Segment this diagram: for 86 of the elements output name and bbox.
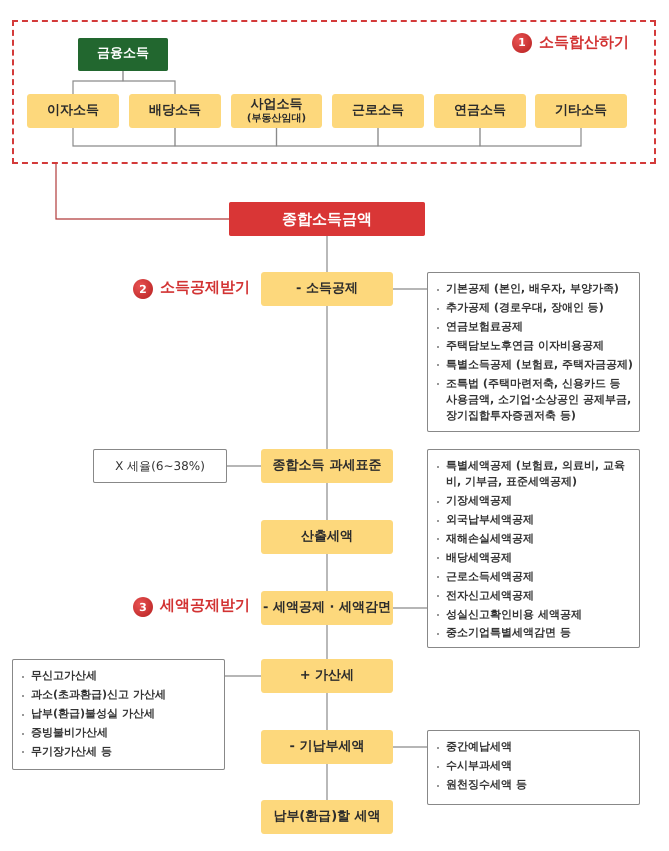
list-item: 기본공제 (본인, 배우자, 부양가족) bbox=[436, 281, 633, 297]
list-item: 배당세액공제 bbox=[436, 550, 633, 566]
process-box bbox=[261, 659, 393, 693]
total-box bbox=[229, 202, 425, 236]
list-item: 전자신고세액공제 bbox=[436, 588, 633, 604]
list-panel bbox=[12, 659, 225, 770]
connector-line bbox=[326, 625, 328, 659]
connector-line bbox=[326, 693, 328, 730]
node-label: 기타소득 bbox=[555, 102, 607, 120]
process-box bbox=[261, 591, 393, 625]
list-item: 원천징수세액 등 bbox=[436, 776, 633, 793]
step-heading: 소득공제받기 bbox=[160, 278, 250, 297]
node-label: 납부(환급)할 세액 bbox=[273, 808, 381, 826]
node-label: 근로소득 bbox=[352, 102, 404, 120]
connector-line bbox=[225, 675, 261, 677]
list-item: 특별소득공제 (보험료, 주택자금공제) bbox=[436, 356, 633, 373]
list-item: 기장세액공제 bbox=[436, 492, 633, 509]
connector-line bbox=[55, 164, 229, 220]
connector-line bbox=[227, 465, 261, 467]
connector-line bbox=[326, 483, 328, 520]
node-label: 이자소득 bbox=[47, 102, 99, 120]
node-label: - 기납부세액 bbox=[290, 738, 364, 756]
connector-line bbox=[72, 128, 176, 147]
connector-line bbox=[479, 128, 582, 147]
list-item: 증빙불비가산세 bbox=[21, 724, 218, 741]
list-item: 무신고가산세 bbox=[21, 668, 218, 684]
connector-line bbox=[393, 607, 427, 609]
process-box bbox=[261, 272, 393, 306]
category-box bbox=[78, 38, 168, 71]
list-item: 납부(환급)불성실 가산세 bbox=[21, 706, 218, 722]
process-box bbox=[261, 520, 393, 554]
list-item: 특별세액공제 (보험료, 의료비, 교육비, 기부금, 표준세액공제) bbox=[436, 458, 633, 490]
list-item: 주택담보노후연금 이자비용공제 bbox=[436, 338, 633, 354]
note-box bbox=[93, 449, 227, 483]
connector-line bbox=[174, 128, 278, 147]
node-sublabel: (부동산임대) bbox=[246, 112, 306, 126]
node-label: 산출세액 bbox=[301, 528, 353, 546]
list-item: 외국납부세액공제 bbox=[436, 512, 633, 528]
node-label: X 세율(6~38%) bbox=[115, 458, 205, 474]
list-item: 재해손실세액공제 bbox=[436, 530, 633, 547]
step-heading: 세액공제받기 bbox=[160, 596, 250, 615]
list-panel bbox=[427, 449, 640, 648]
connector-line bbox=[326, 236, 328, 272]
step-number-badge: 2 bbox=[133, 279, 153, 299]
process-box bbox=[332, 94, 424, 128]
step-number-badge: 3 bbox=[133, 597, 153, 617]
dashed-group-frame bbox=[12, 20, 656, 164]
process-box bbox=[535, 94, 627, 128]
node-label: 금융소득 bbox=[97, 46, 149, 63]
connector-line bbox=[276, 128, 379, 147]
connector-line bbox=[393, 288, 427, 290]
connector-line bbox=[326, 764, 328, 800]
node-label: 사업소득 bbox=[250, 96, 302, 113]
list-item: 중간예납세액 bbox=[436, 739, 633, 755]
list-item: 성실신고확인비용 세액공제 bbox=[436, 606, 633, 622]
process-box bbox=[27, 94, 119, 128]
process-box bbox=[231, 94, 322, 128]
connector-line bbox=[393, 746, 427, 748]
node-label: 연금소득 bbox=[454, 102, 506, 120]
node-label: 종합소득 과세표준 bbox=[272, 458, 382, 474]
process-box bbox=[129, 94, 221, 128]
list-item: 연금보험료공제 bbox=[436, 318, 633, 335]
node-label: 종합소득금액 bbox=[282, 210, 372, 228]
list-panel bbox=[427, 272, 640, 432]
process-box bbox=[261, 800, 393, 834]
node-label: - 소득공제 bbox=[296, 280, 358, 298]
list-panel bbox=[427, 730, 640, 805]
step-number-badge: 1 bbox=[512, 33, 532, 53]
list-item: 수시부과세액 bbox=[436, 758, 633, 774]
connector-line bbox=[377, 128, 481, 147]
list-item: 추가공제 (경로우대, 장애인 등) bbox=[436, 300, 633, 316]
list-item: 무기장가산세 등 bbox=[21, 744, 218, 760]
node-label: + 가산세 bbox=[300, 668, 354, 684]
list-item: 중소기업특별세액감면 등 bbox=[436, 625, 633, 642]
connector-line bbox=[122, 71, 176, 94]
process-box bbox=[261, 449, 393, 483]
list-item: 조특법 (주택마련저축, 신용카드 등 사용금액, 소기업·소상공인 공제부금, 장기집합투자증권저축 등) bbox=[436, 376, 633, 424]
list-item: 근로소득세액공제 bbox=[436, 568, 633, 585]
node-label: 배당소득 bbox=[149, 102, 201, 120]
node-label: - 세액공제 · 세액감면 bbox=[263, 600, 391, 616]
list-item: 과소(초과환급)신고 가산세 bbox=[21, 686, 218, 703]
step-heading: 소득합산하기 bbox=[539, 33, 629, 52]
connector-line bbox=[326, 306, 328, 449]
connector-line bbox=[326, 554, 328, 591]
process-box bbox=[434, 94, 526, 128]
process-box bbox=[261, 730, 393, 764]
